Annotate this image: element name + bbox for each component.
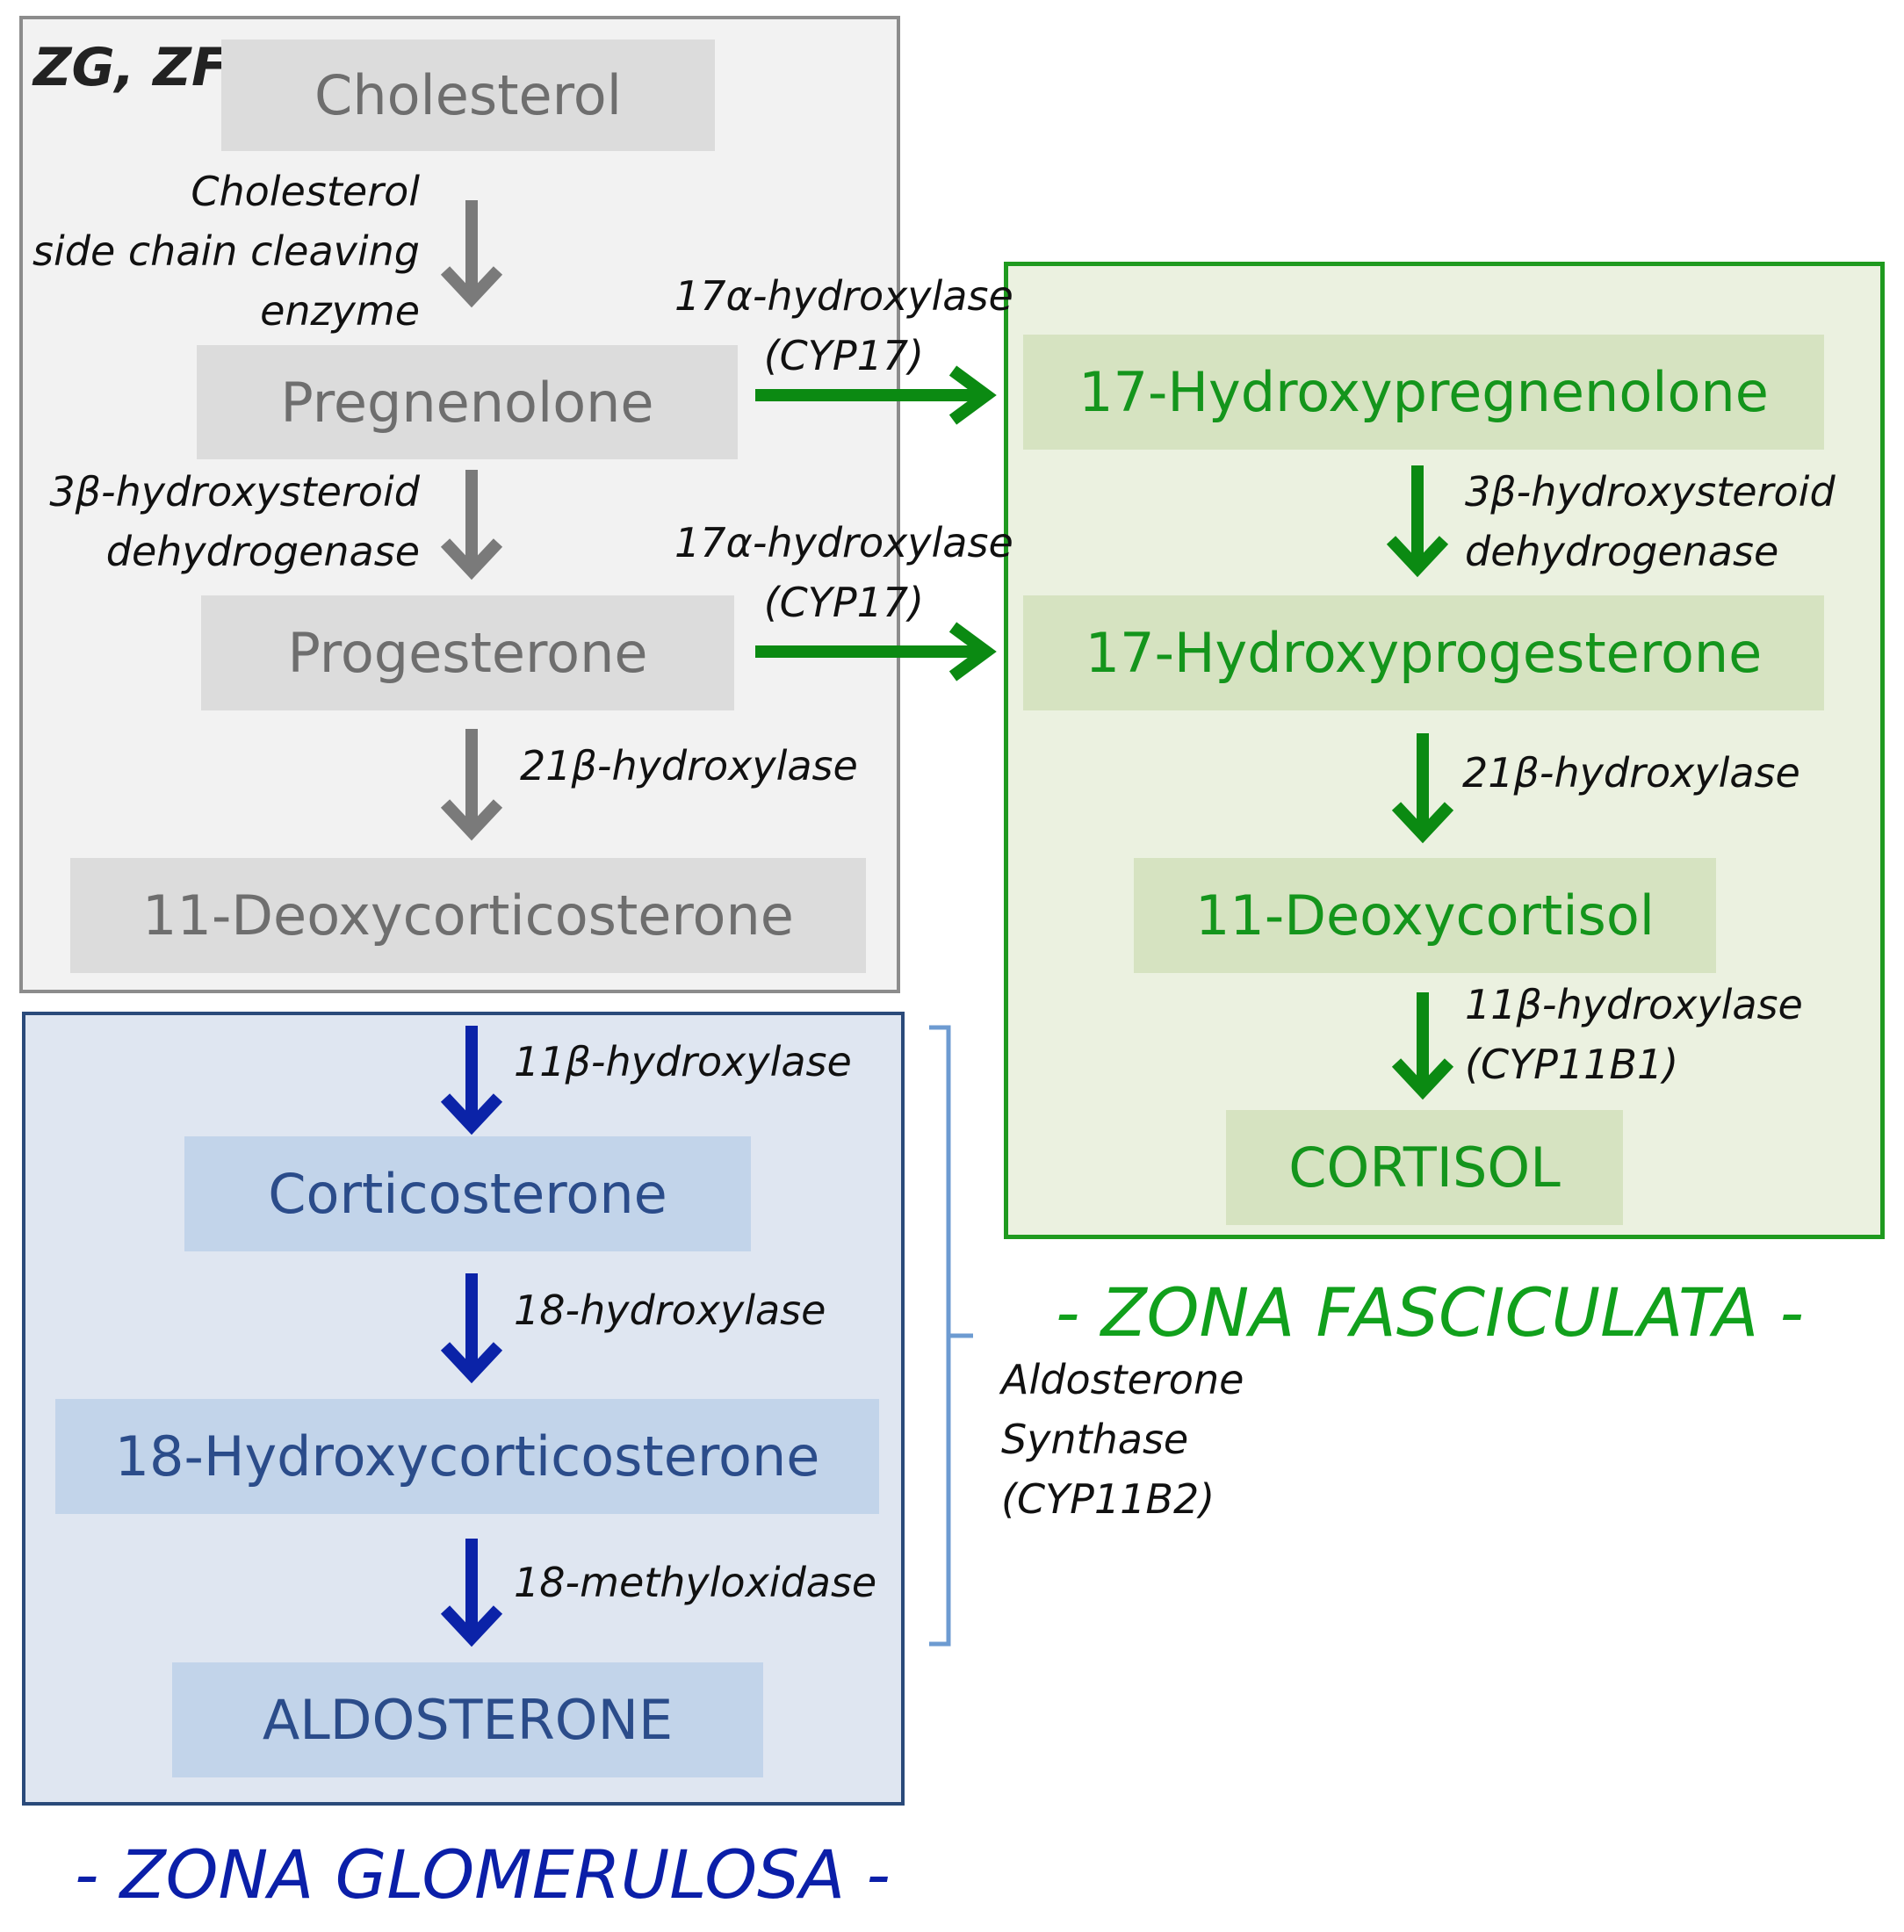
zona-glomerulosa-title: - ZONA GLOMERULOSA - (75, 1835, 891, 1914)
arrow-corticosterone-to-hydroxycorticosterone (440, 1273, 503, 1384)
enzyme-18-hydroxylase-label: 18-hydroxylase (514, 1287, 826, 1334)
corticosterone-box: Corticosterone (184, 1136, 751, 1251)
enzyme-cyp11b-glom-label: 11β-hydroxylase (514, 1038, 852, 1085)
hydroxyprogesterone-box: 17-Hydroxyprogesterone (1023, 595, 1824, 710)
arrow-pregnenolone-to-progesterone (440, 470, 503, 580)
aldosterone-synthase-label: Aldosterone Synthase (CYP11B2) (1001, 1356, 1244, 1523)
enzyme-cyp21-left-label: 21β-hydroxylase (520, 742, 858, 789)
enzyme-scc-label: Cholesterol side chain cleaving enzyme (32, 168, 420, 335)
aldosterone-synthase-bracket (929, 1025, 973, 1647)
cortisol-box: CORTISOL (1226, 1110, 1623, 1225)
hydroxycorticosterone-box: 18-Hydroxycorticosterone (55, 1399, 879, 1514)
arrow-progesterone-to-deoxycorticosterone (440, 729, 503, 841)
enzyme-cyp11b1-label: 11β-hydroxylase (CYP11B1) (1465, 981, 1803, 1088)
enzyme-hsd-left-label: 3β-hydroxysteroid dehydrogenase (49, 468, 420, 575)
deoxycortisol-box: 11-Deoxycortisol (1134, 858, 1716, 973)
arrow-progesterone-to-hydroxyprogesterone (755, 622, 997, 681)
hydroxypregnenolone-box: 17-Hydroxypregnenolone (1023, 335, 1824, 450)
arrow-cholesterol-to-pregnenolone (440, 200, 503, 308)
zona-fasciculata-title: - ZONA FASCICULATA - (1056, 1273, 1804, 1352)
pregnenolone-box: Pregnenolone (197, 345, 738, 459)
arrow-hydroxypregnenolone-to-hydroxyprogesterone (1386, 465, 1449, 578)
progesterone-box: Progesterone (201, 595, 734, 710)
arrow-hydroxycorticosterone-to-aldosterone (440, 1539, 503, 1647)
enzyme-hsd-right-label: 3β-hydroxysteroid dehydrogenase (1465, 468, 1835, 575)
enzyme-18-methyloxidase-label: 18-methyloxidase (514, 1559, 877, 1606)
aldosterone-box: ALDOSTERONE (172, 1662, 763, 1777)
arrow-deoxycorticosterone-to-corticosterone (440, 1026, 503, 1135)
zg-zf-label: ZG, ZF (33, 37, 227, 98)
arrow-deoxycortisol-to-cortisol (1391, 992, 1454, 1100)
enzyme-cyp17-top-label: 17α-hydroxylase (CYP17) (674, 272, 1013, 379)
arrow-hydroxyprogesterone-to-deoxycortisol (1391, 733, 1454, 844)
cholesterol-box: Cholesterol (221, 40, 715, 151)
arrow-pregnenolone-to-hydroxypregnenolone (755, 365, 997, 425)
enzyme-cyp17-bottom-label: 17α-hydroxylase (CYP17) (674, 519, 1013, 626)
zg-zf-region (19, 16, 900, 993)
enzyme-cyp21-right-label: 21β-hydroxylase (1462, 749, 1800, 797)
deoxycorticosterone-box: 11-Deoxycorticosterone (70, 858, 866, 973)
